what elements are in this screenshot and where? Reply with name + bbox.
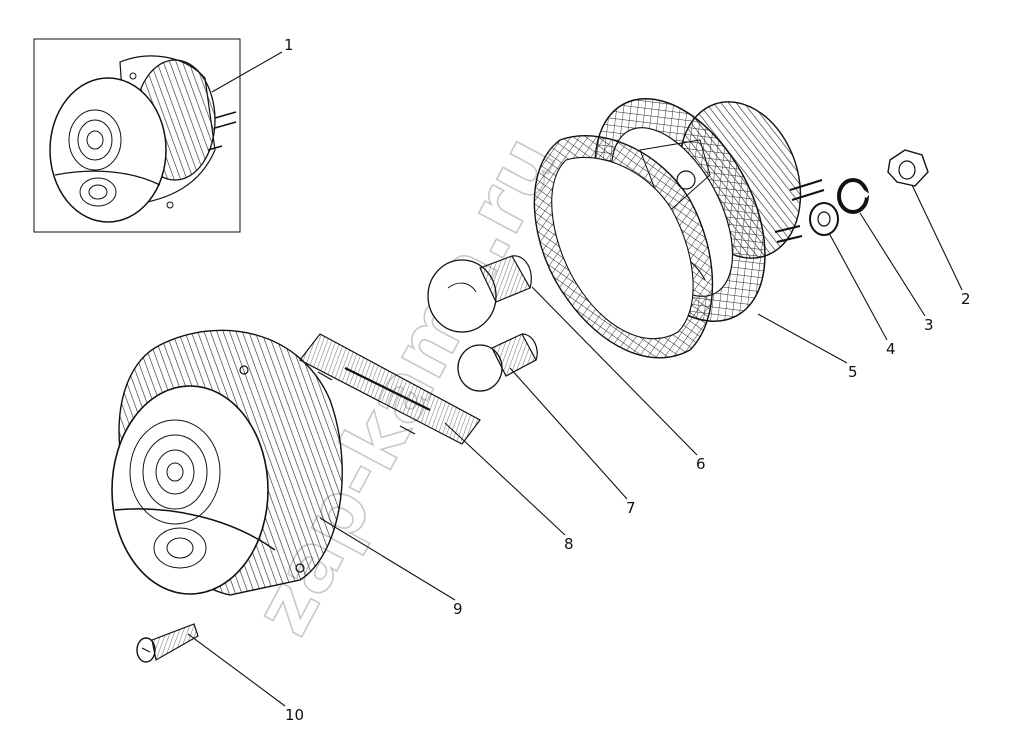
lamp-lens (111, 329, 343, 596)
reflector-plate (299, 333, 481, 445)
screw (136, 623, 199, 663)
flat-washer (809, 202, 839, 236)
label-10: 10 (285, 706, 304, 724)
label-2: 2 (961, 290, 971, 308)
hex-nut (887, 149, 929, 187)
leader-lines (187, 51, 963, 707)
label-6: 6 (696, 455, 706, 473)
label-8: 8 (564, 535, 574, 553)
label-9: 9 (453, 600, 463, 618)
bulb-large (427, 255, 532, 333)
part-labels: 1 2 3 4 5 6 7 8 9 10 (284, 36, 971, 724)
gasket-ring (533, 135, 714, 359)
bulb-small (457, 333, 538, 392)
label-7: 7 (626, 499, 636, 517)
inset-assembled-lamp (33, 38, 241, 233)
label-4: 4 (886, 340, 896, 358)
label-1: 1 (284, 36, 294, 54)
label-5: 5 (848, 363, 858, 381)
label-3: 3 (924, 316, 934, 334)
spring-washer (837, 178, 870, 214)
